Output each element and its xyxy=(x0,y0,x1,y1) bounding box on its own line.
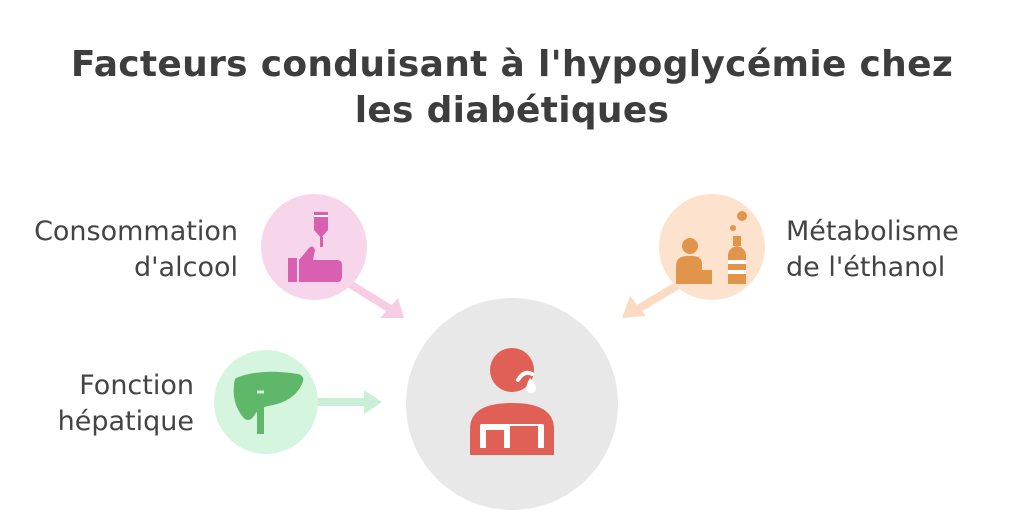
arrow-liver xyxy=(314,390,382,414)
label-alcohol-line-2: d'alcool xyxy=(134,252,238,283)
liver-icon xyxy=(233,371,304,434)
label-ethanol: Métabolisme de l'éthanol xyxy=(786,214,1006,286)
alcohol-circle xyxy=(261,194,367,300)
ethanol-circle xyxy=(659,194,765,300)
sick-person-icon xyxy=(470,348,554,455)
diagram-title: Facteurs conduisant à l'hypoglycémie che… xyxy=(0,42,1024,134)
label-liver-line-1: Fonction xyxy=(79,370,194,401)
label-ethanol-line-2: de l'éthanol xyxy=(786,252,946,283)
label-alcohol: Consommation d'alcool xyxy=(20,214,238,286)
label-liver: Fonction hépatique xyxy=(20,368,194,440)
label-alcohol-line-1: Consommation xyxy=(34,216,238,247)
person-bottle-icon xyxy=(676,211,747,284)
label-ethanol-line-1: Métabolisme xyxy=(786,216,959,247)
drink-hand-icon xyxy=(288,212,342,282)
label-liver-line-2: hépatique xyxy=(57,406,194,437)
title-line-1: Facteurs conduisant à l'hypoglycémie che… xyxy=(70,44,954,85)
title-line-2: les diabétiques xyxy=(354,90,670,131)
